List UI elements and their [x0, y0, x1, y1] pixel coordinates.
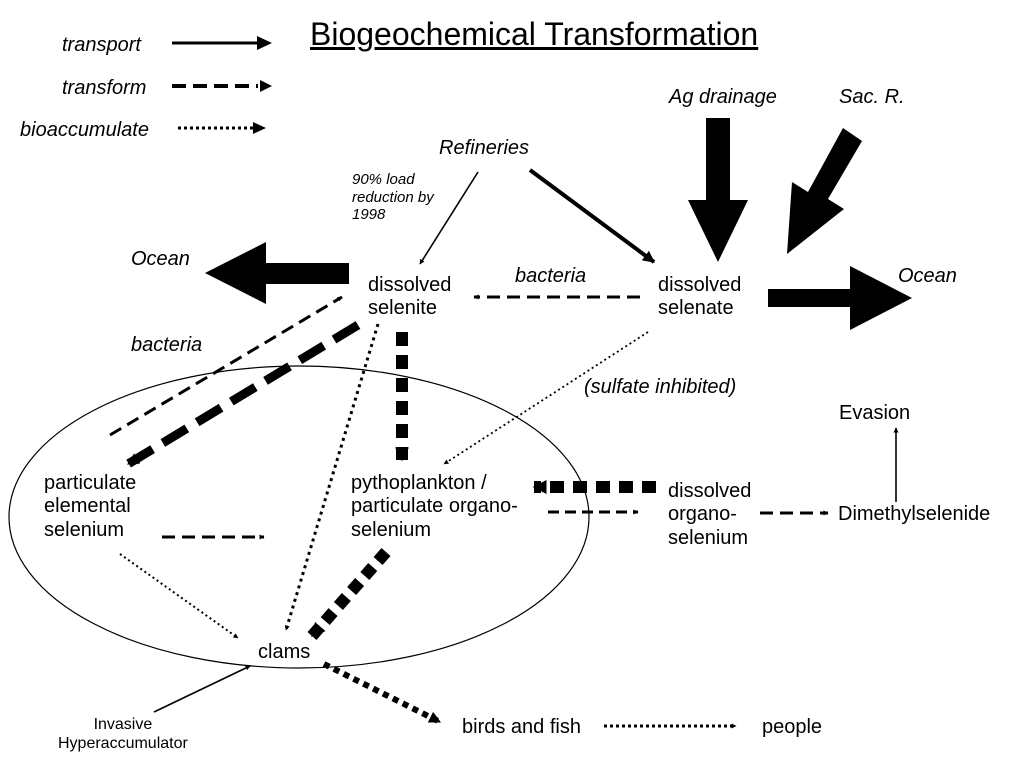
particulate-elemental-label: particulate elemental selenium: [44, 472, 137, 541]
legend-transform-arrow: [172, 80, 272, 92]
dissolved-selenate-label: dissolved selenate: [658, 274, 742, 320]
sulfate-inhibited-label: (sulfate inhibited): [584, 376, 737, 398]
ocean-left-arrow: [205, 242, 349, 304]
invasive-to-clams-arrow: [153, 665, 251, 713]
clams-label: clams: [258, 641, 311, 663]
refineries-to-selenate-arrow: [528, 168, 656, 264]
legend-transport-label: transport: [62, 34, 141, 56]
dissolved-selenite-label: dissolved selenite: [368, 274, 452, 320]
load-reduction-note: 90% load reduction by 1998: [352, 171, 434, 224]
refineries-to-selenite-arrow: [419, 171, 479, 265]
legend-transport-arrow: [172, 36, 272, 50]
particulate-to-clams-arrow: [119, 553, 239, 639]
legend-bioaccumulate-arrow: [178, 122, 266, 134]
estuary-ellipse: [8, 365, 590, 669]
phytoplankton-label: pythoplankton / particulate organo- sele…: [351, 472, 518, 541]
selenate-to-phytoplankton-arrow: [443, 331, 649, 465]
ocean-right-arrow: [768, 266, 912, 330]
legend-bioaccumulate-label: bioaccumulate: [20, 119, 149, 141]
clams-to-birds-arrow: [322, 661, 442, 725]
people-label: people: [762, 716, 823, 738]
dimethylselenide-label: Dimethylselenide: [838, 503, 991, 525]
ocean-left-label: Ocean: [131, 248, 190, 270]
selenite-to-particulate-arrow: [125, 321, 361, 468]
invasive-hyperaccumulator-label: Invasive Hyperaccumulator: [58, 716, 188, 752]
phytoplankton-to-clams-arrow: [307, 548, 391, 640]
bacteria-left-label: bacteria: [131, 334, 203, 356]
bacteria-top-label: bacteria: [515, 265, 587, 287]
sac-river-label: Sac. R.: [839, 86, 905, 108]
page-title: Biogeochemical Transformation: [310, 16, 759, 52]
sac-river-arrow: [787, 128, 862, 254]
ag-drainage-label: Ag drainage: [669, 86, 777, 108]
ocean-right-label: Ocean: [898, 265, 957, 287]
dissolved-organo-label: dissolved organo- selenium: [668, 480, 752, 549]
ag-drainage-arrow: [688, 118, 748, 262]
legend-transform-label: transform: [62, 77, 147, 99]
refineries-label: Refineries: [439, 137, 530, 159]
particulate-to-selenite-arrow: [109, 295, 343, 437]
birds-and-fish-label: birds and fish: [462, 716, 581, 738]
evasion-label: Evasion: [839, 402, 911, 424]
selenite-to-clams-arrow: [284, 323, 380, 631]
